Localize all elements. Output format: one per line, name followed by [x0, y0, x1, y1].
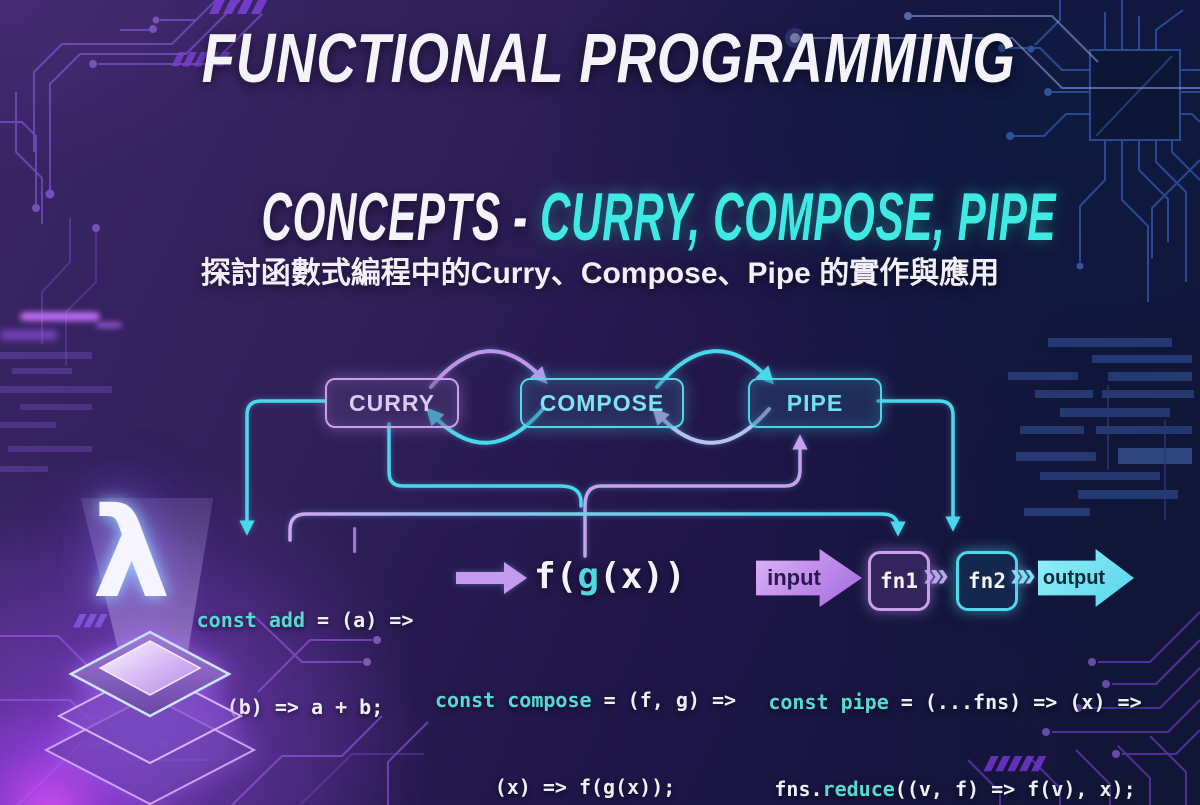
glow-streak — [20, 312, 100, 321]
chevron-arrows-icon: »» — [1010, 556, 1036, 594]
pipe-fn2-label: fn2 — [968, 569, 1006, 593]
node-pipe-label: PIPE — [786, 389, 844, 416]
curry-code-snippet: const add = (a) => (b) => a + b; — [175, 548, 435, 780]
cycle-arrow-curry-compose-bottom — [426, 407, 545, 445]
curry-code-rest: = (a) => — [305, 608, 414, 632]
main-title-line1: FUNCTIONAL PROGRAMMING — [0, 0, 1200, 116]
code-noise-left — [0, 352, 112, 472]
node-compose: COMPOSE — [520, 378, 684, 428]
pipe-code-keyword: const pipe — [768, 690, 889, 714]
compose-code-line2: (x) => f(g(x)); — [494, 775, 676, 799]
cycle-arrow-curry-compose-top — [429, 349, 548, 389]
circuit-traces-top-left — [0, 0, 263, 366]
slash-decoration-4 — [983, 756, 1047, 772]
glow-node-traces — [785, 12, 1200, 89]
compose-code-rest: = (f, g) => — [591, 688, 737, 712]
subtitle: 探討函數式編程中的Curry、Compose、Pipe 的實作與應用 — [200, 257, 1000, 290]
pipe-code-reduce: reduce — [822, 777, 895, 801]
main-title-line2: CONCEPTS - CURRY, COMPOSE, PIPE — [0, 160, 1200, 274]
connector-curry-to-center — [387, 422, 583, 508]
slash-decoration-1 — [209, 0, 267, 14]
pipe-input-label: input — [767, 565, 821, 590]
curry-code-keyword: const add — [196, 608, 305, 632]
node-compose-label: COMPOSE — [539, 389, 665, 416]
pipe-fn2-box: fn2 — [956, 551, 1018, 611]
node-curry-label: CURRY — [349, 389, 435, 416]
cycle-arrow-compose-pipe-top — [655, 349, 775, 389]
connector-curry-to-code — [239, 399, 327, 536]
lambda-symbol: λ — [92, 482, 171, 626]
main-title-line1-text: FUNCTIONAL PROGRAMMING — [201, 19, 1016, 97]
compose-code-keyword: const compose — [435, 688, 592, 712]
slash-decoration-3 — [73, 614, 108, 628]
hologram-platform — [43, 630, 257, 805]
code-noise-right — [1008, 338, 1194, 520]
node-curry: CURRY — [325, 378, 459, 428]
slash-decoration-2 — [171, 52, 231, 67]
compose-expression: f(g(x)) — [534, 556, 686, 597]
glow-streak — [96, 322, 122, 328]
pipe-fn1-label: fn1 — [880, 569, 918, 593]
accent-dash — [353, 527, 357, 553]
main-title-line2-white: CONCEPTS - — [261, 179, 540, 255]
chevron-arrows-icon: »» — [923, 556, 949, 594]
pipe-code-rest: = (...fns) => (x) => — [888, 690, 1142, 714]
platform-top-face — [98, 640, 202, 696]
connector-pipe-to-fn2 — [876, 399, 961, 532]
glow-streak — [0, 331, 58, 339]
pipe-fn1-box: fn1 — [868, 551, 930, 611]
connector-center-to-pipe — [583, 434, 808, 558]
circuit-traces-bottom-right — [967, 611, 1200, 805]
circuit-chip-top-right — [998, 0, 1200, 302]
pipe-output-label: output — [1042, 566, 1106, 589]
connector-bus-to-fn1 — [288, 512, 906, 542]
pipe-code-snippet: const pipe = (...fns) => (x) => fns.redu… — [768, 690, 1142, 801]
compose-code-snippet: const compose = (f, g) => (x) => f(g(x))… — [435, 628, 737, 805]
node-pipe: PIPE — [748, 378, 882, 428]
compose-right-arrow-icon — [456, 562, 527, 594]
compose-expression-g: g — [577, 556, 600, 597]
main-title-line2-accent: CURRY, COMPOSE, PIPE — [539, 179, 1056, 255]
